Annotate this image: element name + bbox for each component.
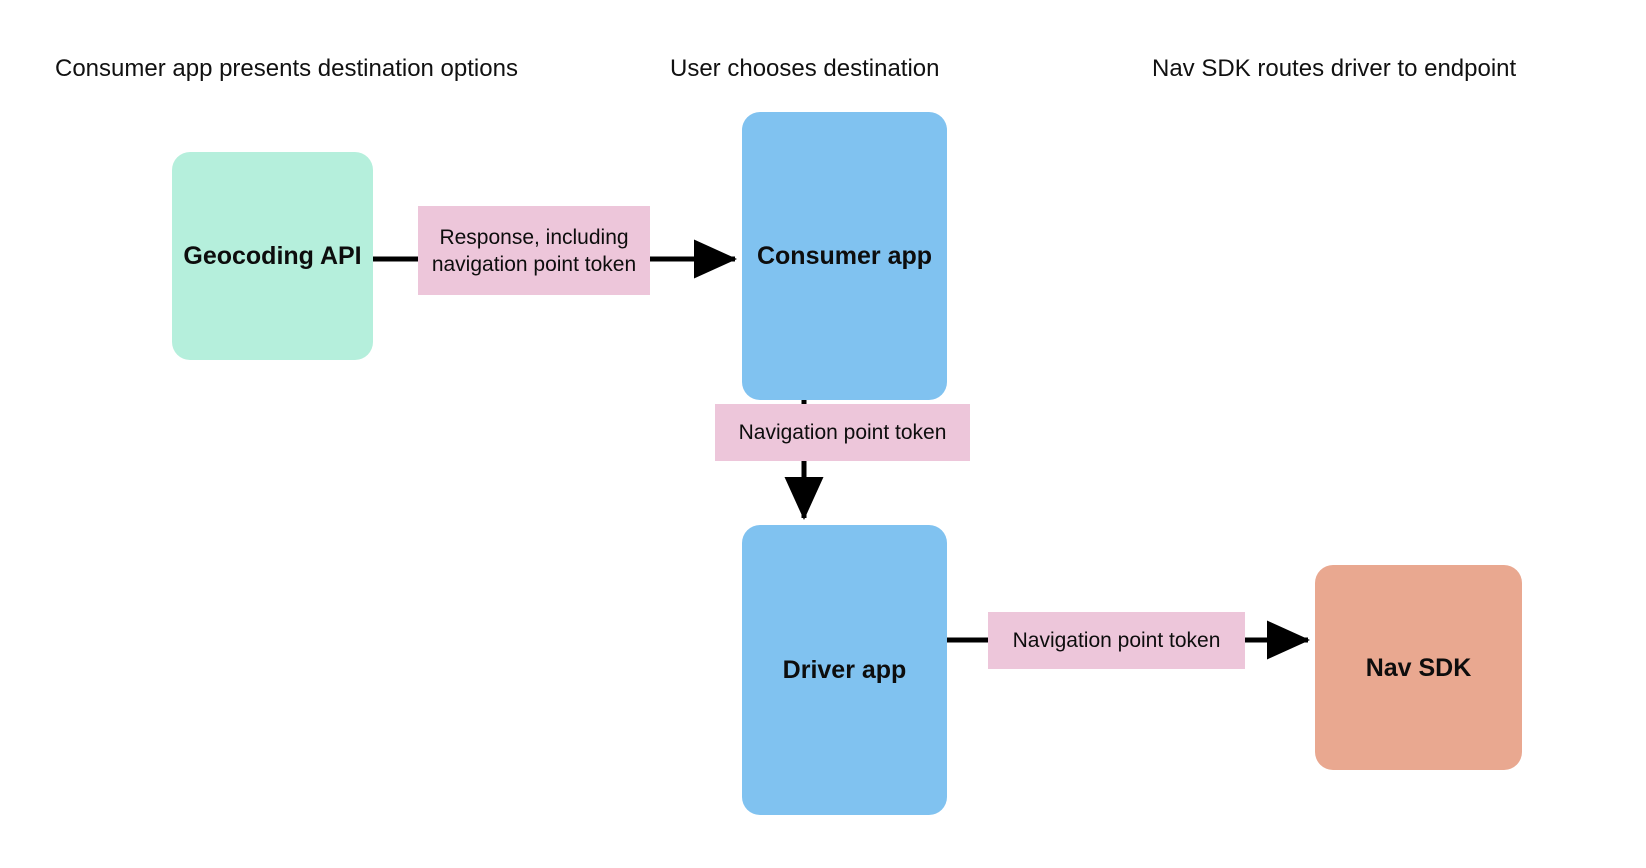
node-nav-sdk-label: Nav SDK [1365, 653, 1472, 682]
node-nav-sdk[interactable]: Nav SDK [1315, 565, 1522, 770]
node-consumer-app-label: Consumer app [756, 242, 933, 270]
edge-label-geocoding-to-consumer: Response, including navigation point tok… [418, 206, 650, 295]
edge-label-consumer-to-driver-text: Navigation point token [738, 421, 947, 444]
node-geocoding-api[interactable]: Geocoding API [172, 152, 373, 360]
edge-label-geocoding-to-consumer-text: Response, including navigation point tok… [431, 225, 637, 276]
node-driver-app[interactable]: Driver app [742, 525, 947, 815]
edge-label-consumer-to-driver: Navigation point token [715, 404, 970, 461]
edge-label-driver-to-navsdk-text: Navigation point token [1012, 629, 1221, 652]
column-header-user-chooses: User chooses destination [670, 55, 940, 82]
node-consumer-app[interactable]: Consumer app [742, 112, 947, 400]
node-driver-app-label: Driver app [782, 656, 907, 684]
edge-label-driver-to-navsdk: Navigation point token [988, 612, 1245, 669]
column-header-nav-routes: Nav SDK routes driver to endpoint [1152, 55, 1517, 82]
column-header-consumer-options: Consumer app presents destination option… [55, 55, 518, 82]
node-geocoding-api-label: Geocoding API [183, 242, 362, 270]
